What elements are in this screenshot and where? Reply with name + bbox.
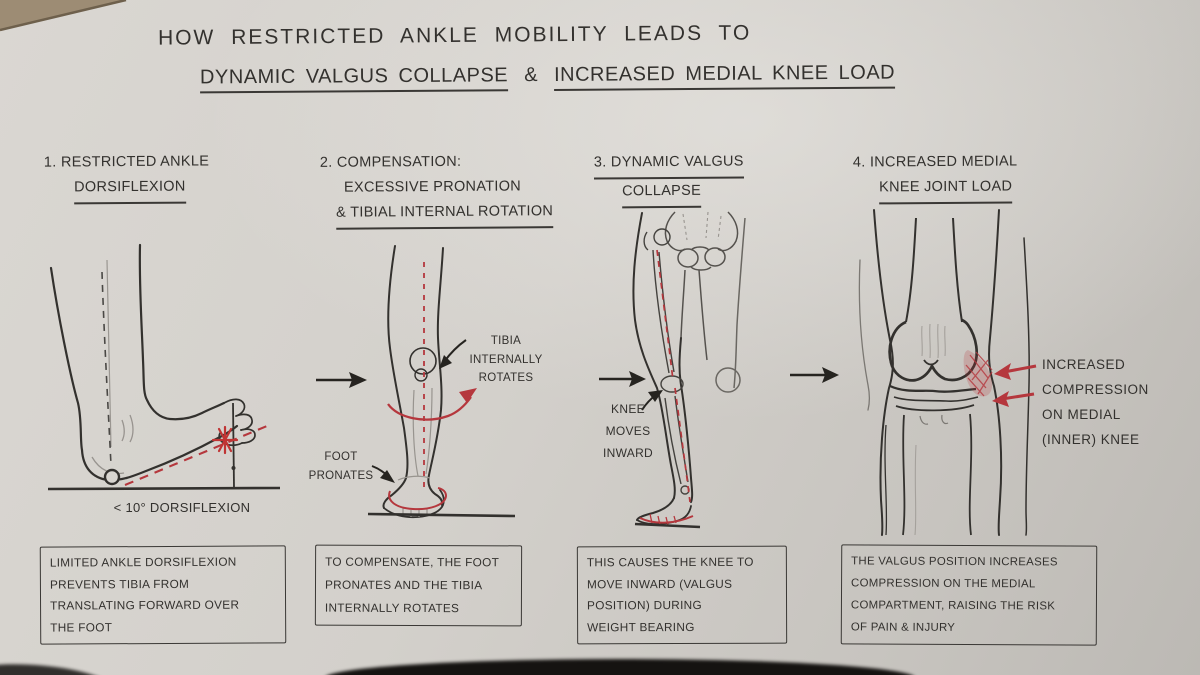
flow-arrow-icon <box>790 367 839 383</box>
medial-compression-shading <box>963 350 993 397</box>
knee-moves-inward-label: KNEE MOVES INWARD <box>602 402 654 460</box>
ground-line <box>634 522 701 529</box>
panel1-heading-line1: 1. RESTRICTED ANKLE <box>43 153 210 171</box>
trochlea-sketch-hatch <box>921 323 946 359</box>
tibia-axis-line <box>106 259 112 448</box>
wall-reference-line <box>232 402 235 489</box>
wall-line-tick <box>231 466 236 470</box>
panel3-heading: 3. DYNAMIC VALGUS COLLAPSE <box>593 149 744 209</box>
dorsiflexion-angle-line <box>124 425 268 486</box>
asterisk-icon <box>211 425 239 455</box>
valgus-leg-drawing <box>599 211 746 529</box>
panel4-heading-line1: 4. INCREASED MEDIAL <box>852 153 1018 171</box>
desk-corner <box>0 0 127 32</box>
panel2-heading-line2: EXCESSIVE PRONATION <box>343 178 522 196</box>
medial-compression-label: INCREASED COMPRESSION ON MEDIAL (INNER) … <box>1042 357 1149 447</box>
paper-edge-shadow <box>325 659 915 675</box>
foot-pronation-marks <box>639 513 694 526</box>
title-part-valgus: DYNAMIC VALGUS COLLAPSE <box>199 64 509 94</box>
ankle-sketch-lines <box>91 414 134 475</box>
title-ampersand: & <box>524 64 539 87</box>
shin-sketch-lines <box>397 387 433 517</box>
dorsiflexion-angle-label: < 10° DORSIFLEXION <box>113 500 251 515</box>
rotation-arrow-icon <box>387 388 477 421</box>
ankle-side-view-drawing <box>47 243 281 491</box>
tibia-fibula <box>884 413 973 536</box>
panel1-heading-line2: DORSIFLEXION <box>73 174 186 205</box>
joint-line-menisci <box>889 384 979 412</box>
panel3-heading-line2: COLLAPSE <box>622 178 702 209</box>
pronation-ellipse <box>388 487 448 511</box>
femur-condyles <box>888 217 979 382</box>
tibia-axis-dashed-line <box>101 271 112 466</box>
foot-label-arrow-icon <box>371 465 395 483</box>
panel3-caption-box: THIS CAUSES THE KNEE TO MOVE INWARD (VAL… <box>576 545 788 645</box>
diagram-title-line2: DYNAMIC VALGUS COLLAPSE & INCREASED MEDI… <box>199 61 896 94</box>
leg-front-view-drawing <box>316 245 516 519</box>
pelvis-outline <box>664 211 739 361</box>
flow-arrow-icon <box>316 372 367 388</box>
panel3-heading-line1: 3. DYNAMIC VALGUS <box>593 149 744 180</box>
panel4-heading: 4. INCREASED MEDIAL KNEE JOINT LOAD <box>852 149 1018 205</box>
left-leg-outline <box>632 212 694 525</box>
foot-pronates-label: FOOT PRONATES <box>308 451 374 482</box>
leg-outline <box>858 209 1030 536</box>
panel1-heading: 1. RESTRICTED ANKLE DORSIFLEXION <box>43 149 210 205</box>
corner-shadow <box>0 659 112 675</box>
title-part-knee-load: INCREASED MEDIAL KNEE LOAD <box>553 61 896 91</box>
knee-label-arrow-icon <box>641 390 663 411</box>
panel2-heading-line3: & TIBIAL INTERNAL ROTATION <box>336 199 554 230</box>
panel2-caption-box: TO COMPENSATE, THE FOOT PRONATES AND THE… <box>314 544 523 627</box>
panel4-heading-line2: KNEE JOINT LOAD <box>878 174 1013 205</box>
panel2-heading-line1: 2. COMPENSATION: <box>319 153 462 171</box>
ground-line <box>367 512 516 518</box>
ground-line <box>47 486 281 491</box>
right-leg-outline <box>715 217 746 393</box>
flow-arrow-icon <box>599 371 646 387</box>
compression-arrow-icon <box>992 363 1037 407</box>
tibia-label-arrow-icon <box>439 339 467 369</box>
knee-front-view-drawing <box>858 209 1030 536</box>
panel4-caption-box: THE VALGUS POSITION INCREASES COMPRESSIO… <box>840 544 1098 646</box>
panel2-heading: 2. COMPENSATION: EXCESSIVE PRONATION & T… <box>320 149 554 230</box>
diagram-title-line1: HOW RESTRICTED ANKLE MOBILITY LEADS TO <box>157 21 752 50</box>
panel1-caption-box: LIMITED ANKLE DORSIFLEXION PREVENTS TIBI… <box>39 545 287 645</box>
heel-pivot-marker <box>103 468 121 486</box>
tibia-rotates-label: TIBIA INTERNALLY ROTATES <box>469 335 543 384</box>
femur-tibia-bones <box>643 228 690 495</box>
